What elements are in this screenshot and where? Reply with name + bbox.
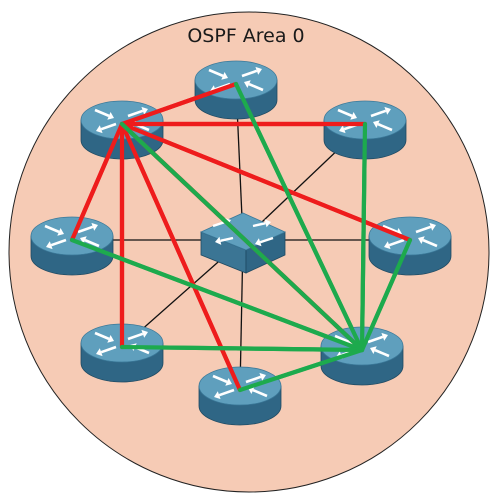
router-arrow-shaft [94,108,110,118]
router-arrow-head [80,236,87,245]
router-arrow-head [384,106,391,115]
router-arrow-shaft [374,348,390,358]
router-arrow-shaft [415,225,432,234]
router-arrow-head [370,346,377,355]
router-arrow-shaft [337,108,353,118]
router-arrow-head [373,120,380,129]
dr-adjacency-overlay-r-bottom [119,121,243,393]
router-arrow-shaft [77,225,94,234]
router-arrow-head [107,111,114,120]
router-arrow-head [255,66,262,75]
dr-adjacency-overlay-r-top [119,81,239,127]
router-arrow-shaft [422,238,438,248]
switch-arrow-shaft [259,236,274,244]
router-arrow-head [46,241,53,250]
router-icon [194,60,278,120]
router-arrow-shaft [377,122,393,132]
router-arrow-head [91,222,98,231]
bdr-adjacency-overlay-r-left [69,237,365,353]
router-arrow-head [96,125,103,134]
router-arrow-head [381,332,388,341]
router-arrow-shaft [334,334,350,344]
switch-arrow-head [255,238,262,247]
area-label: OSPF Area 0 [187,25,304,47]
router-arrow-head [221,71,228,80]
router-arrow-shaft [50,238,67,247]
router-icon [30,216,114,276]
router-arrow-shaft [241,69,258,78]
adjacency-overlay [69,81,413,393]
router-arrow-shaft [127,332,144,341]
router-arrow-shaft [212,374,228,384]
router-arrow-head [244,80,251,89]
router-arrow-shaft [100,345,117,354]
router-arrow-shaft [44,224,60,234]
router-arrow-shaft [382,224,398,234]
switch-icon [199,212,286,274]
bdr-adjacency-overlay-r-bottom [237,347,365,393]
switch-arrow-shaft [252,222,266,228]
bdr-adjacency-overlay-r-right [359,237,413,353]
router-arrow-head [384,241,391,250]
router-arrow-shaft [252,388,268,398]
router-arrow-shaft [367,335,384,344]
bdr-adjacency-overlay-r-lower-left [119,344,365,353]
router-arrow-head [141,106,148,115]
router-arrow-shaft [208,68,224,78]
router-arrow-head [214,391,221,400]
router-arrow-head [141,329,148,338]
router-arrow-shaft [94,331,110,341]
bdr-adjacency-overlay-r-top [233,81,365,353]
router-arrow-head [350,111,357,120]
router-arrow-shaft [218,388,235,397]
switch-arrow-shaft [220,236,234,242]
network-devices [30,60,452,426]
router-arrow-head [107,334,114,343]
router-arrow-shaft [84,238,100,248]
router-arrow-shaft [100,122,117,131]
router-arrow-shaft [370,109,387,118]
router-icon [198,366,282,426]
router-top [368,216,452,256]
dr-adjacency-overlay-r-left [69,121,125,243]
router-arrow-shaft [388,238,405,247]
router-arrow-head [96,348,103,357]
bdr-adjacency-overlay-r-upper-right [359,121,368,353]
switch-arrow-head [215,236,222,245]
bdr-adjacency-overlay-r-upper-left [119,121,365,353]
router-arrow-head [418,236,425,245]
router-arrow-head [225,377,232,386]
router-arrow-head [259,372,266,381]
router-icon [368,216,452,276]
router-arrow-head [57,227,64,236]
router-arrow-head [339,125,346,134]
router-arrow-shaft [127,109,144,118]
switch-arrow-head [264,219,271,228]
router-arrow-shaft [245,375,262,384]
router-arrow-shaft [248,82,264,92]
router-arrow-head [429,222,436,231]
